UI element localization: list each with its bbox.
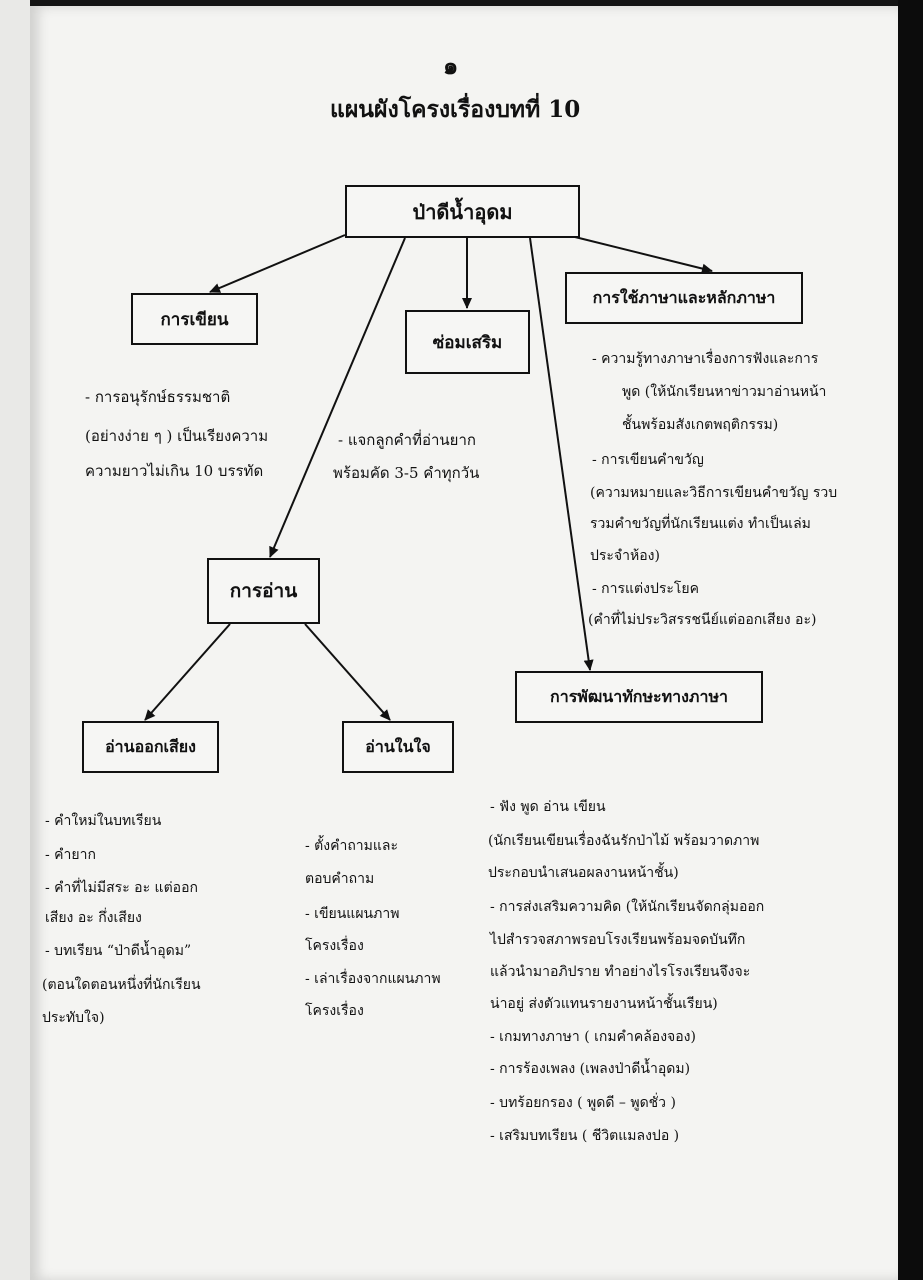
read-silent-note: - ตั้งคำถามและ	[305, 838, 399, 854]
skill-note: - ฟัง พูด อ่าน เขียน	[490, 799, 606, 815]
arrow-to-reading	[269, 237, 406, 558]
skill-note: (นักเรียนเขียนเรื่องฉันรักป่าไม้ พร้อมวา…	[488, 833, 760, 849]
read-aloud-note: - คำใหม่ในบทเรียน	[45, 813, 162, 829]
language-note: ประจำห้อง)	[590, 548, 660, 564]
language-note: - การเขียนคำขวัญ	[592, 452, 704, 468]
node-root: ป่าดีน้ำอุดม	[345, 185, 580, 238]
language-note: (ความหมายและวิธีการเขียนคำขวัญ รวบ	[590, 485, 838, 501]
read-silent-note: ตอบคำถาม	[305, 871, 375, 887]
page-title: แผนผังโครงเรื่องบทที่ 10	[330, 96, 581, 123]
skill-note: ประกอบนำเสนอผลงานหน้าชั้น)	[488, 865, 679, 881]
skill-note: - การร้องเพลง (เพลงป่าดีน้ำอุดม)	[490, 1061, 691, 1077]
skill-note: - เสริมบทเรียน ( ชีวิตแมลงปอ )	[490, 1128, 680, 1144]
node-language-use: การใช้ภาษาและหลักภาษา	[565, 272, 803, 324]
read-aloud-note: ประทับใจ)	[42, 1010, 105, 1026]
node-read-aloud: อ่านออกเสียง	[82, 721, 219, 773]
arrow-to-language	[574, 236, 713, 274]
skill-note: ไปสำรวจสภาพรอบโรงเรียนพร้อมจดบันทึก	[490, 932, 746, 948]
writing-note: (อย่างง่าย ๆ ) เป็นเรียงความ	[85, 427, 269, 445]
language-note: (คำที่ไม่ประวิสรรชนีย์แต่ออกเสียง อะ)	[588, 612, 817, 628]
node-reading: การอ่าน	[207, 558, 320, 624]
language-note: - การแต่งประโยค	[592, 581, 700, 597]
read-silent-note: โครงเรื่อง	[305, 938, 364, 954]
skill-note: - การส่งเสริมความคิด (ให้นักเรียนจัดกลุ่…	[490, 899, 765, 915]
page-number: ๑	[443, 51, 459, 80]
node-repair: ซ่อมเสริม	[405, 310, 530, 374]
read-silent-note: - เขียนแผนภาพ	[305, 906, 400, 922]
read-silent-note: - เล่าเรื่องจากแผนภาพ	[305, 971, 441, 987]
node-read-silent: อ่านในใจ	[342, 721, 454, 773]
language-note: รวมคำขวัญที่นักเรียนแต่ง ทำเป็นเล่ม	[590, 516, 811, 532]
writing-note: ความยาวไม่เกิน 10 บรรทัด	[85, 462, 264, 480]
arrow-to-writing	[209, 234, 346, 293]
skill-note: น่าอยู่ ส่งตัวแทนรายงานหน้าชั้นเรียน)	[490, 996, 718, 1012]
read-aloud-note: - บทเรียน “ป่าดีน้ำอุดม”	[45, 943, 192, 959]
repair-note: - แจกลูกคำที่อ่านยาก	[338, 431, 476, 449]
page-edge	[0, 0, 30, 1280]
arrow-to-read-silent	[304, 623, 391, 721]
language-note: - ความรู้ทางภาษาเรื่องการฟังและการ	[592, 351, 819, 367]
node-writing: การเขียน	[131, 293, 258, 345]
arrow-to-skill	[529, 237, 594, 671]
arrow-to-read-aloud	[144, 623, 231, 721]
node-skill-development: การพัฒนาทักษะทางภาษา	[515, 671, 763, 723]
read-aloud-note: - คำที่ไม่มีสระ อะ แต่ออก	[45, 880, 198, 896]
scan-border	[898, 0, 923, 1280]
read-aloud-note: (ตอนใดตอนหนึ่งที่นักเรียน	[42, 977, 201, 993]
read-silent-note: โครงเรื่อง	[305, 1003, 364, 1019]
writing-note: - การอนุรักษ์ธรรมชาติ	[85, 388, 231, 406]
read-aloud-note: เสียง อะ กึ่งเสียง	[45, 910, 142, 926]
repair-note: พร้อมคัด 3-5 คำทุกวัน	[333, 464, 480, 482]
skill-note: แล้วนำมาอภิปราย ทำอย่างไรโรงเรียนจึงจะ	[490, 964, 751, 980]
skill-note: - เกมทางภาษา ( เกมคำคล้องจอง)	[490, 1029, 696, 1045]
language-note: พูด (ให้นักเรียนหาข่าวมาอ่านหน้า	[622, 384, 827, 400]
read-aloud-note: - คำยาก	[45, 847, 96, 863]
language-note: ชั้นพร้อมสังเกตพฤติกรรม)	[622, 417, 779, 433]
skill-note: - บทร้อยกรอง ( พูดดี – พูดชั่ว )	[490, 1095, 676, 1111]
